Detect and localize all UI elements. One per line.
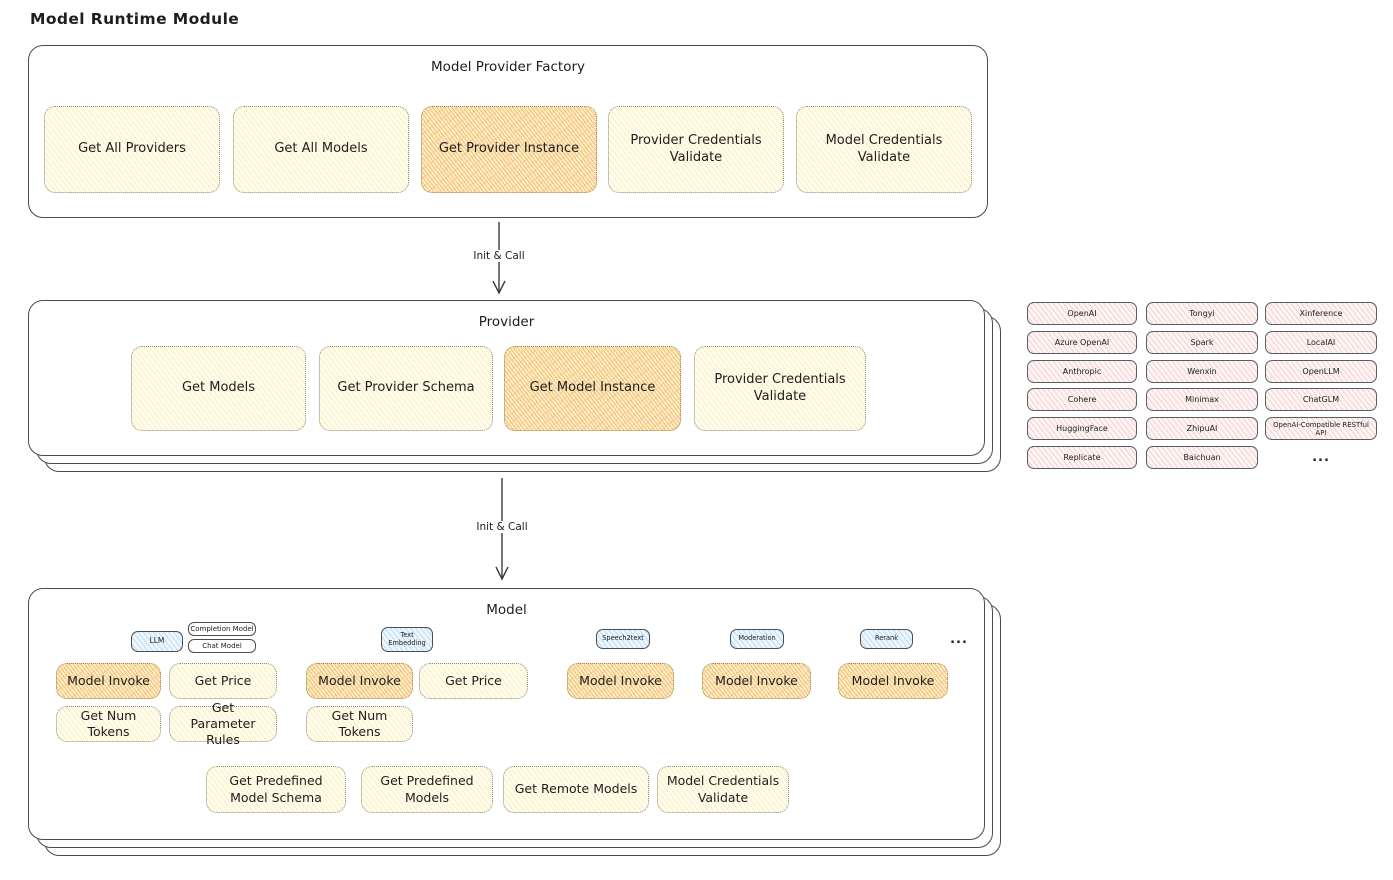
moderation-node-model-invoke: Model Invoke [702, 663, 811, 699]
model-box-title: Model [486, 602, 527, 618]
provider-chip-cohere: Cohere [1027, 388, 1137, 411]
provider-chip-localai: LocalAI [1265, 331, 1377, 354]
model-type-badge-text-embedding: Text Embedding [381, 627, 433, 652]
model-type-badge-completion-model: Completion Model [188, 622, 256, 636]
provider-node-get-model-instance: Get Model Instance [504, 346, 681, 431]
text-embedding-node-get-num-tokens: Get Num Tokens [306, 706, 413, 742]
provider-chip-xinference: Xinference [1265, 302, 1377, 325]
factory-node-get-all-models: Get All Models [233, 106, 409, 193]
model-type-badge-chat-model: Chat Model [188, 639, 256, 653]
provider-chip-baichuan: Baichuan [1146, 446, 1258, 469]
model-type-badge-rerank: Rerank [860, 629, 913, 649]
text-embedding-node-model-invoke: Model Invoke [306, 663, 413, 699]
provider-chip-minimax: Minimax [1146, 388, 1258, 411]
provider-node-get-provider-schema: Get Provider Schema [319, 346, 493, 431]
arrow-label-init-and-call-1: Init & Call [468, 250, 530, 262]
arrow-label-init-and-call-2: Init & Call [471, 521, 533, 533]
provider-chip-chatglm: ChatGLM [1265, 388, 1377, 411]
provider-chip-zhipuai: ZhipuAI [1146, 417, 1258, 440]
model-types-more-ellipsis: ... [950, 631, 968, 647]
diagram-title: Model Runtime Module [30, 10, 240, 28]
provider-chip-openllm: OpenLLM [1265, 360, 1377, 383]
provider-chip-openai: OpenAI [1027, 302, 1137, 325]
provider-node-provider-credentials-validate: Provider Credentials Validate [694, 346, 866, 431]
model-type-badge-llm: LLM [131, 631, 183, 652]
factory-node-get-all-providers: Get All Providers [44, 106, 220, 193]
provider-chip-huggingface: HuggingFace [1027, 417, 1137, 440]
model-type-badge-speech2text: Speech2text [596, 629, 650, 649]
model-node-get-remote-models: Get Remote Models [503, 766, 649, 813]
factory-node-model-credentials-validate: Model Credentials Validate [796, 106, 972, 193]
provider-chip-tongyi: Tongyi [1146, 302, 1258, 325]
provider-chip-spark: Spark [1146, 331, 1258, 354]
speech2text-node-model-invoke: Model Invoke [567, 663, 674, 699]
rerank-node-model-invoke: Model Invoke [838, 663, 948, 699]
provider-chip-anthropic: Anthropic [1027, 360, 1137, 383]
model-node-model-credentials-validate: Model Credentials Validate [657, 766, 789, 813]
text-embedding-node-get-price: Get Price [419, 663, 528, 699]
factory-box: Model Provider Factory Get All Providers… [28, 45, 988, 218]
llm-node-get-num-tokens: Get Num Tokens [56, 706, 161, 742]
provider-node-get-models: Get Models [131, 346, 306, 431]
llm-node-get-parameter-rules: Get Parameter Rules [169, 700, 277, 747]
provider-chip-azure-openai: Azure OpenAI [1027, 331, 1137, 354]
model-type-badge-moderation: Moderation [730, 629, 784, 649]
factory-node-provider-credentials-validate: Provider Credentials Validate [608, 106, 784, 193]
factory-node-get-provider-instance: Get Provider Instance [421, 106, 597, 193]
factory-box-title: Model Provider Factory [430, 59, 585, 75]
provider-list-more-ellipsis: ... [1312, 450, 1330, 465]
llm-node-get-price: Get Price [169, 663, 277, 699]
provider-box: Provider Get Models Get Provider Schema … [28, 300, 985, 456]
provider-chip-wenxin: Wenxin [1146, 360, 1258, 383]
provider-chip-replicate: Replicate [1027, 446, 1137, 469]
provider-chip-openai-compatible-restful-api: OpenAI-Compatible RESTful API [1265, 417, 1377, 440]
provider-box-title: Provider [478, 314, 535, 330]
model-node-get-predefined-model-schema: Get Predefined Model Schema [206, 766, 346, 813]
model-node-get-predefined-models: Get Predefined Models [361, 766, 493, 813]
model-box: Model LLM Completion Model Chat Model Te… [28, 588, 985, 840]
llm-node-model-invoke: Model Invoke [56, 663, 161, 699]
